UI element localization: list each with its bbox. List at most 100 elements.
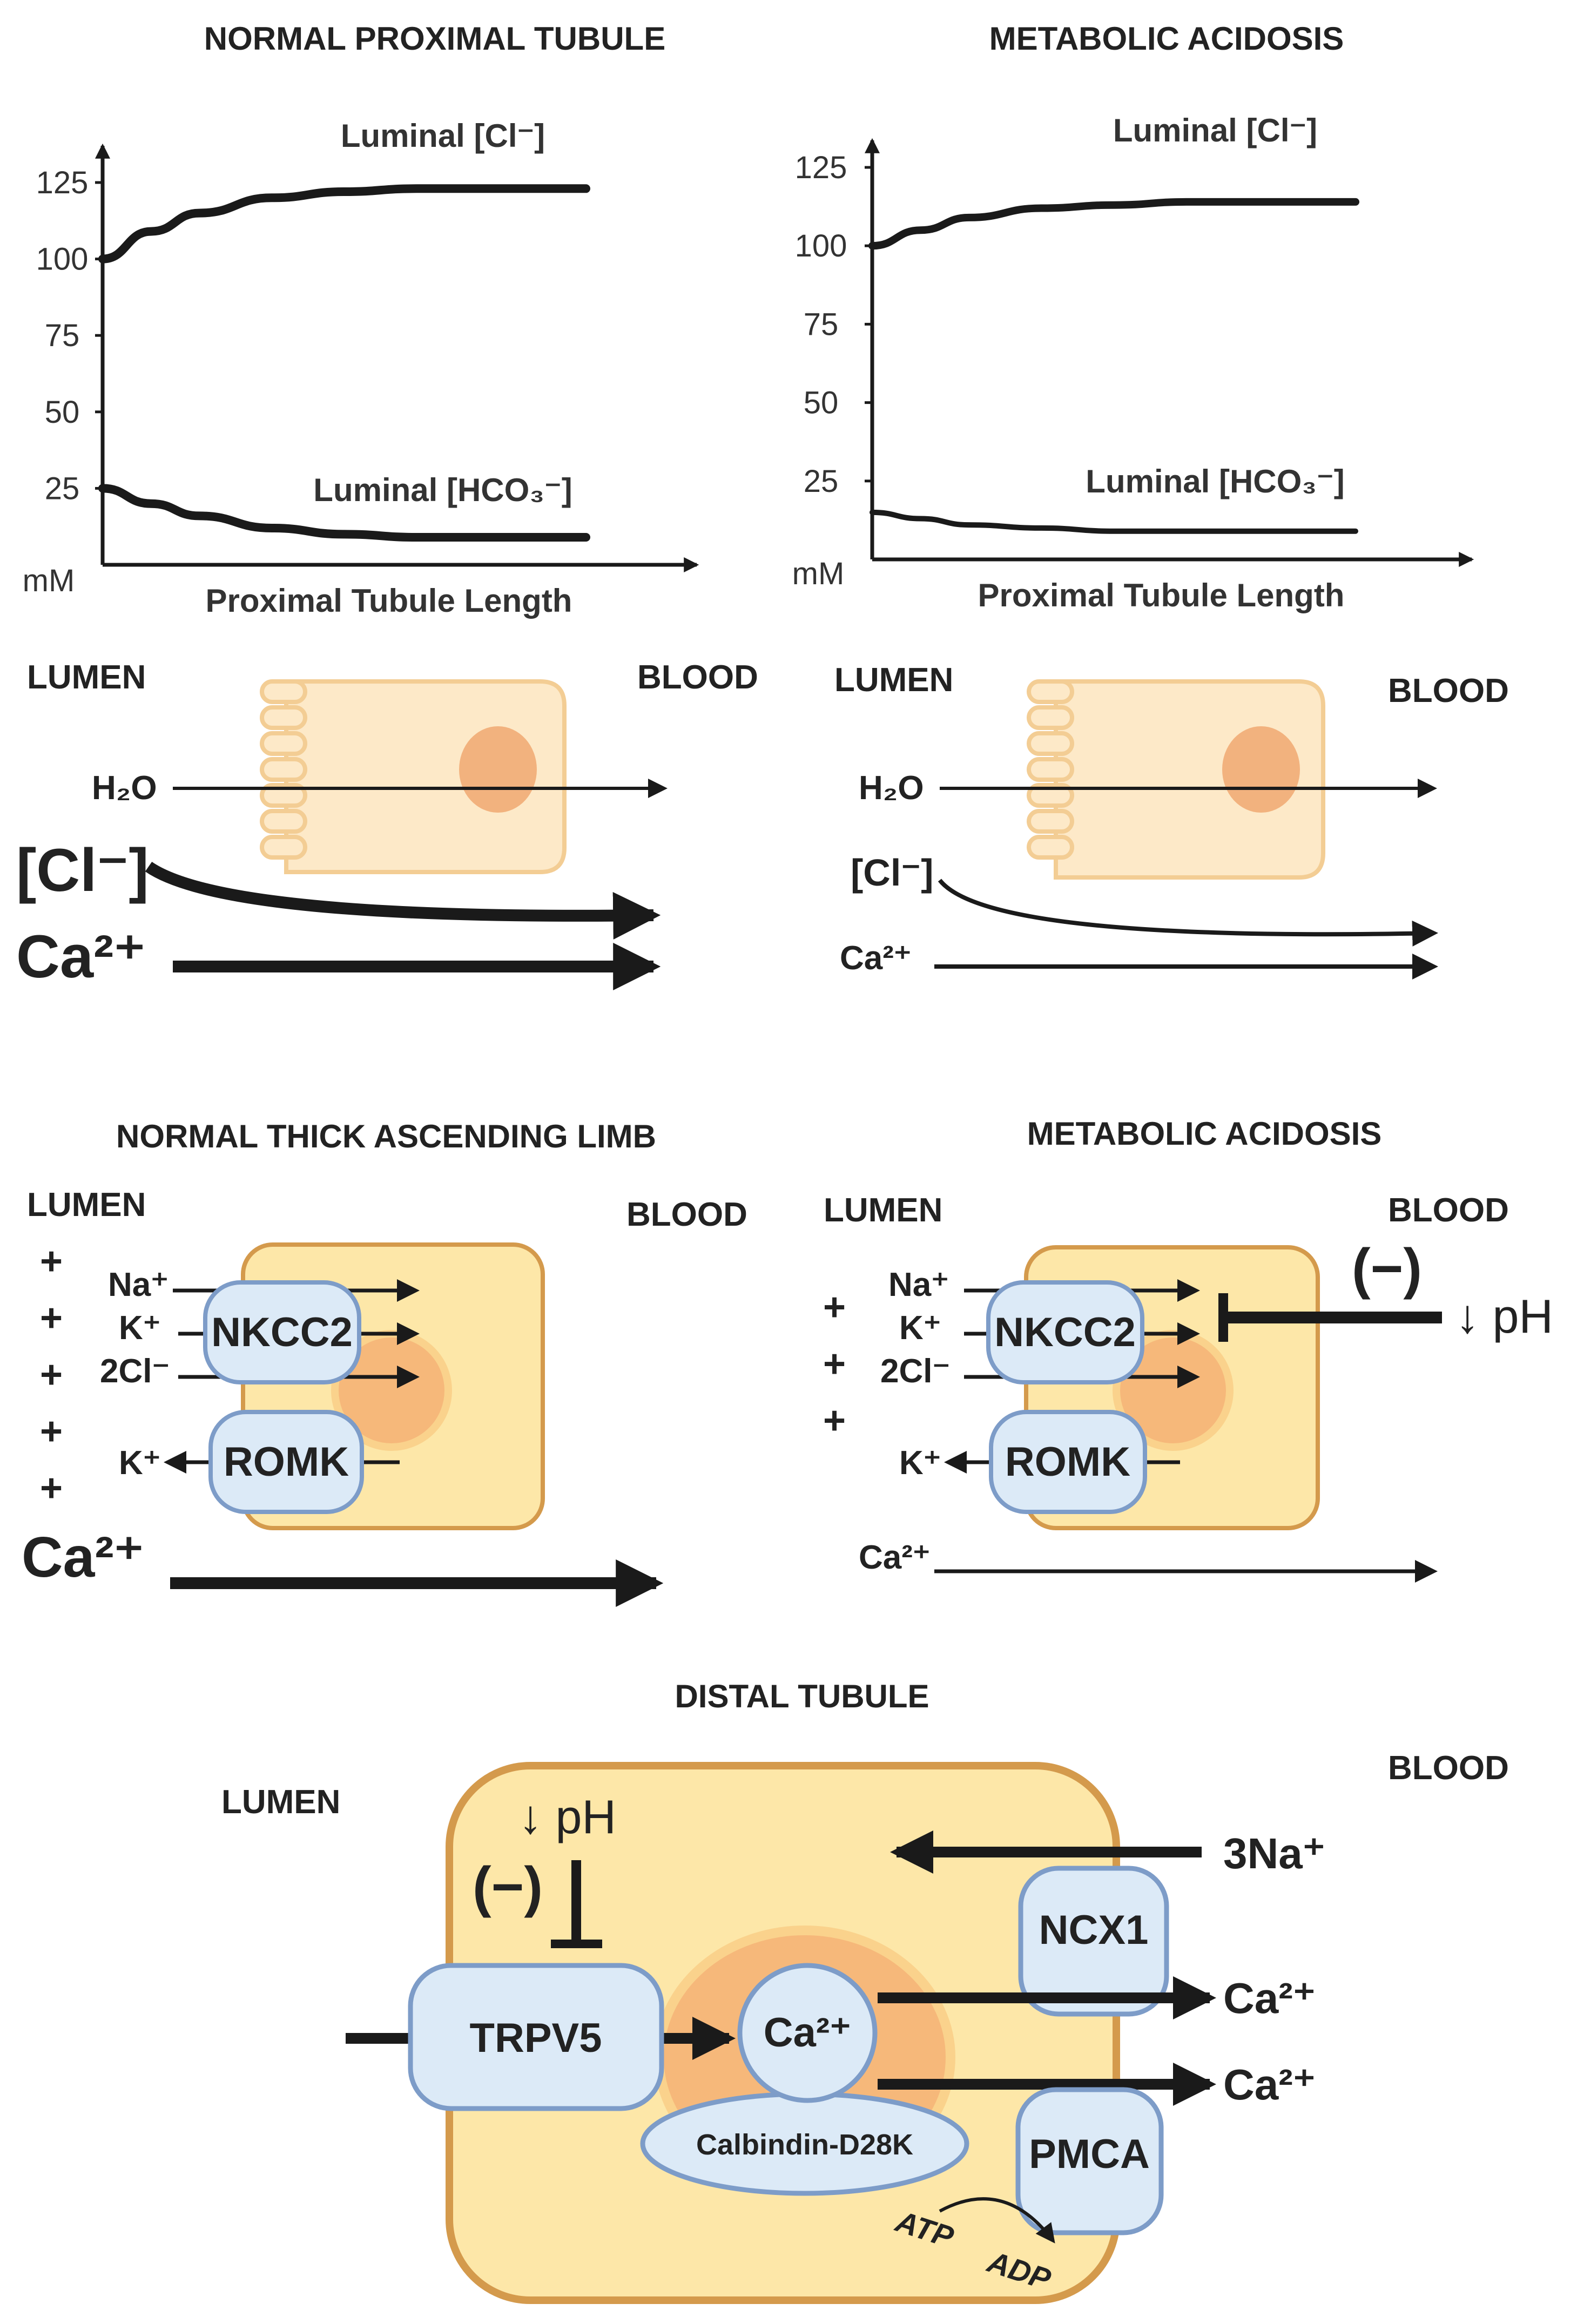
ca-label: Ca²⁺ (859, 1539, 931, 1576)
lumen-label: LUMEN (27, 1186, 146, 1224)
y-ticks: 25 50 75 100 125 (795, 150, 872, 499)
cl-arrow (145, 861, 661, 940)
blood-label: BLOOD (637, 659, 758, 696)
series-label-hco3: Luminal [HCO₃⁻] (1086, 463, 1344, 499)
series-line-hco3 (870, 509, 1358, 534)
series-label-cl: Luminal [Cl⁻] (341, 118, 545, 154)
twocl-label: 2Cl⁻ (100, 1353, 170, 1390)
trpv5-channel (408, 1963, 664, 2111)
blood-label: BLOOD (1388, 1749, 1509, 1787)
nkcc2-label: NKCC2 (994, 1309, 1136, 1355)
inhibition-sign: (−) (473, 1856, 543, 1918)
x-axis-label: Proximal Tubule Length (978, 577, 1345, 613)
blood-label: BLOOD (626, 1196, 747, 1233)
series-line-hco3 (98, 484, 590, 542)
cl-arrow (938, 879, 1438, 947)
tal-acidosis-title: METABOLIC ACIDOSIS (1027, 1116, 1382, 1152)
na-label: Na⁺ (108, 1266, 169, 1303)
distal-title: DISTAL TUBULE (675, 1678, 929, 1714)
inhibition-sign: (−) (1352, 1238, 1422, 1300)
pt-normal-title: NORMAL PROXIMAL TUBULE (204, 21, 665, 57)
plus-sign: + (40, 1296, 63, 1340)
calcium-ion (737, 1963, 878, 2103)
nkcc2-label: NKCC2 (211, 1309, 353, 1355)
h2o-label: H₂O (859, 769, 924, 807)
atp-hydrolysis-arrow (939, 2197, 1055, 2244)
k-out-label: K⁺ (899, 1444, 941, 1482)
romk-label: ROMK (224, 1439, 349, 1485)
tal-normal-diagram: NORMAL THICK ASCENDING LIMB LUMEN BLOOD … (22, 1118, 747, 1607)
plus-sign: + (40, 1240, 63, 1283)
ca-label: Ca²⁺ (16, 923, 146, 990)
plus-sign: + (823, 1342, 846, 1386)
romk-channel (989, 1410, 1147, 1514)
plus-sign: + (40, 1467, 63, 1510)
ca-label: Ca²⁺ (840, 940, 912, 977)
h2o-label: H₂O (92, 769, 157, 807)
lumen-label: LUMEN (834, 661, 953, 699)
blood-label: BLOOD (1388, 672, 1509, 710)
distal-tubule-diagram: DISTAL TUBULE LUMEN BLOOD ↓ pH (−) TRPV5… (221, 1678, 1509, 2304)
pt-normal-cell-diagram: LUMEN BLOOD H₂O [Cl⁻] Ca²⁺ (16, 659, 758, 990)
k-label: K⁺ (119, 1309, 161, 1347)
pmca-pump (1015, 2087, 1164, 2235)
pmca-label: PMCA (1029, 2131, 1150, 2177)
y-tick-label: 25 (45, 471, 80, 506)
nucleus (1222, 726, 1300, 813)
lumen-label: LUMEN (221, 1783, 340, 1821)
cl-label: [Cl⁻] (851, 852, 934, 894)
ncx1-exchanger (1018, 1866, 1169, 2017)
ca-out-label-1: Ca²⁺ (1223, 1974, 1316, 2022)
tal-acidosis-diagram: METABOLIC ACIDOSIS LUMEN BLOOD + + + Na⁺… (823, 1116, 1553, 1583)
pt-acidosis-title: METABOLIC ACIDOSIS (989, 21, 1344, 57)
y-tick-label: 100 (795, 228, 847, 264)
tal-normal-title: NORMAL THICK ASCENDING LIMB (116, 1118, 656, 1154)
brush-border (1027, 679, 1074, 860)
y-tick-label: 100 (36, 242, 89, 277)
series-line-cl (98, 184, 590, 264)
nkcc2-transporter (986, 1280, 1144, 1384)
y-tick-label: 75 (45, 318, 80, 353)
ca-label: Ca²⁺ (22, 1525, 144, 1589)
chart-acidosis: 25 50 75 100 125 mM Proximal Tubule Length L… (792, 112, 1474, 613)
lumen-label: LUMEN (824, 1192, 942, 1229)
y-tick-label: 125 (795, 150, 847, 185)
nkcc2-transporter (203, 1280, 361, 1384)
y-tick-label: 25 (804, 464, 839, 499)
trpv5-label: TRPV5 (470, 2015, 602, 2061)
k-label: K⁺ (899, 1309, 941, 1347)
plus-sign: + (823, 1286, 846, 1329)
ph-label: ↓ pH (1455, 1289, 1553, 1343)
chart-normal: 25 50 75 100 125 mM Proximal Tubule Length L… (23, 118, 699, 619)
k-out-label: K⁺ (119, 1444, 161, 1482)
plus-sign: + (40, 1410, 63, 1453)
blood-label: BLOOD (1388, 1192, 1509, 1229)
brush-border (260, 679, 307, 860)
y-tick-label: 50 (804, 386, 839, 421)
cl-label: [Cl⁻] (16, 836, 149, 904)
series-line-cl (868, 198, 1359, 250)
na-label: Na⁺ (888, 1266, 949, 1303)
ncx1-label: NCX1 (1039, 1907, 1149, 1953)
y-unit-label: mM (23, 563, 75, 598)
calbindin-label: Calbindin-D28K (696, 2129, 913, 2161)
calcium-ion-label: Ca²⁺ (764, 2010, 852, 2056)
y-unit-label: mM (792, 556, 845, 591)
romk-label: ROMK (1005, 1439, 1130, 1485)
plus-sign: + (823, 1399, 846, 1442)
nucleus (459, 726, 537, 813)
plus-sign: + (40, 1353, 63, 1396)
y-tick-label: 75 (804, 307, 839, 342)
ca-out-label-2: Ca²⁺ (1223, 2060, 1316, 2109)
twocl-label: 2Cl⁻ (880, 1353, 950, 1390)
y-ticks: 25 50 75 100 125 (36, 165, 103, 506)
series-label-hco3: Luminal [HCO₃⁻] (313, 472, 572, 508)
three-na-label: 3Na⁺ (1223, 1829, 1325, 1877)
y-tick-label: 125 (36, 165, 89, 200)
ph-label: ↓ pH (518, 1790, 616, 1843)
y-tick-label: 50 (45, 395, 80, 430)
lumen-label: LUMEN (27, 659, 146, 696)
romk-channel (208, 1410, 364, 1514)
x-axis-label: Proximal Tubule Length (206, 583, 572, 619)
